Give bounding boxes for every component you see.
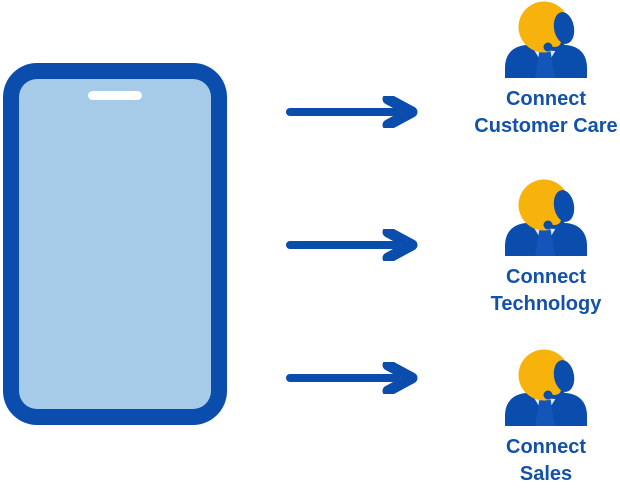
smartphone-screen (19, 79, 211, 409)
support-agent-icon (505, 1, 587, 78)
headset-mic (543, 220, 553, 230)
right-arrow-icon (286, 96, 418, 128)
channel-technology: Connect Technology (446, 178, 620, 318)
headset-earcup-icon (553, 360, 575, 392)
right-arrow-icon (286, 362, 418, 394)
headset-earcup-icon (553, 190, 575, 222)
headset-mic (543, 42, 553, 52)
channel-label: Connect Technology (491, 264, 602, 318)
agent-tie (535, 226, 555, 256)
channel-customer-care: Connect Customer Care (446, 0, 620, 140)
channel-label-line2: Customer Care (474, 115, 618, 137)
agent-head (518, 179, 570, 231)
speaker-bar (88, 91, 142, 100)
smartphone-icon (3, 63, 227, 425)
channel-label-line2: Sales (519, 463, 573, 485)
agent-head (518, 1, 570, 53)
channel-sales: Connect Sales (446, 348, 620, 488)
agent-tie (535, 396, 555, 426)
support-agent-icon (505, 349, 587, 426)
channel-label-line1: Connect (506, 436, 586, 458)
channel-label-line1: Connect (506, 266, 586, 288)
right-arrow-icon (286, 229, 418, 261)
support-agent-icon (505, 179, 587, 256)
channel-label: Connect Sales (506, 434, 586, 488)
agent-tie (535, 48, 555, 78)
channel-label-line2: Technology (490, 293, 602, 315)
headset-earcup-icon (553, 12, 575, 44)
agent-head (518, 349, 570, 401)
headset-mic (543, 390, 553, 400)
channel-label-line1: Connect (505, 88, 586, 110)
channel-label: Connect Customer Care (474, 86, 617, 140)
